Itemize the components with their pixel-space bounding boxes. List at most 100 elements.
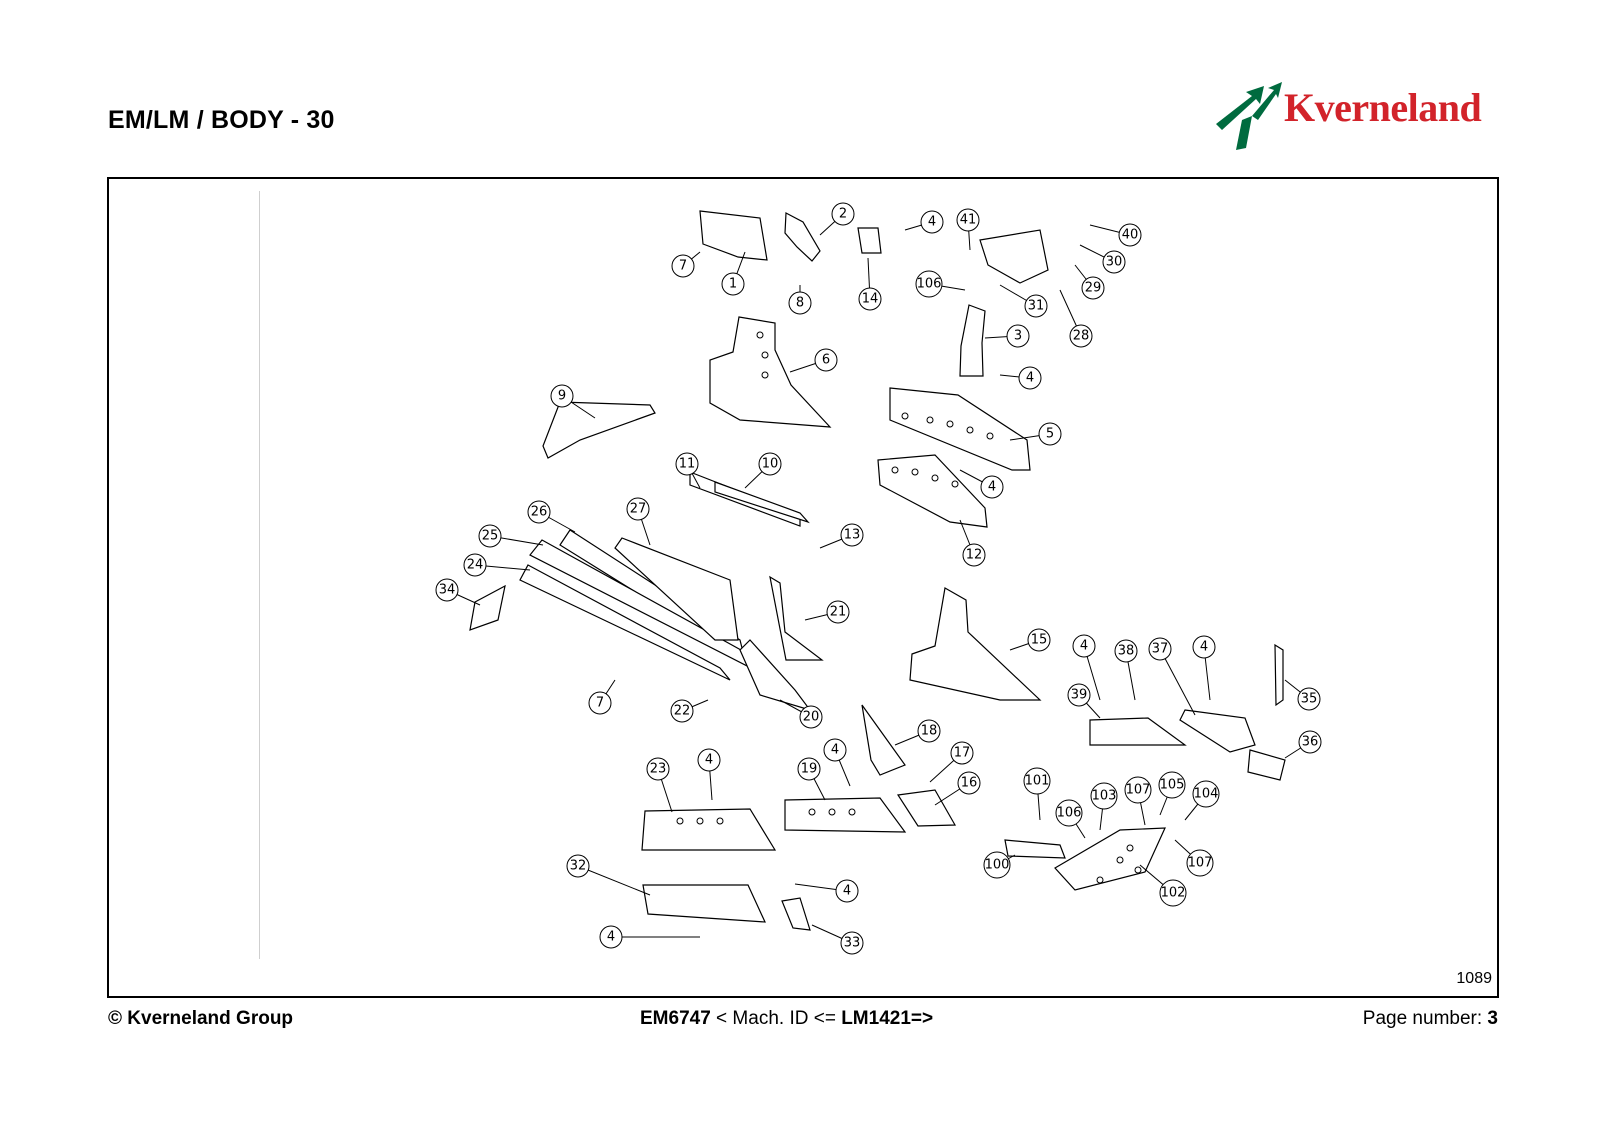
- bolt-hole: [808, 808, 816, 816]
- callout-circle: [814, 348, 838, 372]
- bolt-hole: [986, 432, 994, 440]
- callout-label: 33: [844, 936, 861, 951]
- callout-10: 10: [758, 452, 782, 476]
- bolt-hole: [1126, 844, 1134, 852]
- callout-label: 29: [1085, 281, 1102, 296]
- part-outline: [1089, 717, 1187, 746]
- callout-circle: [670, 699, 694, 723]
- callout-30: 30: [1102, 250, 1126, 274]
- part-outline: [861, 704, 906, 776]
- callout-circle: [797, 757, 821, 781]
- bolt-hole: [676, 817, 684, 825]
- callout-label: 11: [679, 457, 696, 472]
- callout-label: 23: [650, 762, 667, 777]
- callout-label: 37: [1152, 642, 1169, 657]
- callout-circle: [1067, 683, 1091, 707]
- part-outline: [1054, 827, 1166, 891]
- callout-label: 17: [954, 746, 971, 761]
- callout-label: 32: [570, 859, 587, 874]
- callout-102: 102: [1159, 879, 1187, 907]
- callout-label: 15: [1031, 633, 1048, 648]
- callout-label: 4: [988, 480, 996, 495]
- part-outline: [1004, 839, 1066, 859]
- part-outline: [519, 564, 731, 681]
- callout-31: 31: [1024, 294, 1048, 318]
- part-outline: [699, 210, 768, 261]
- callout-circle: [550, 384, 574, 408]
- part-outline: [709, 316, 832, 428]
- callout-8: 8: [788, 291, 812, 315]
- part-outline: [784, 797, 907, 833]
- callout-circle: [527, 500, 551, 524]
- callout-label: 26: [531, 505, 548, 520]
- callout-3: 3: [1006, 324, 1030, 348]
- logo-wordmark: Kverneland: [1284, 85, 1482, 130]
- bolt-hole: [951, 480, 959, 488]
- callout-circle: [957, 771, 981, 795]
- callout-23: 23: [646, 757, 670, 781]
- callout-22: 22: [670, 699, 694, 723]
- callout-circle: [1124, 776, 1152, 804]
- callout-circle: [721, 272, 745, 296]
- bolt-hole: [761, 371, 769, 379]
- callout-label: 7: [596, 696, 604, 711]
- footer-copyright: © Kverneland Group: [108, 1008, 294, 1029]
- drawing-number: 1089: [1456, 970, 1492, 987]
- callout-circle: [1069, 324, 1093, 348]
- callout-circle: [1018, 366, 1042, 390]
- callout-label: 1: [729, 277, 737, 292]
- callout-4: 4: [980, 475, 1004, 499]
- callout-29: 29: [1081, 276, 1105, 300]
- callout-label: 14: [862, 292, 879, 307]
- bolt-hole: [911, 468, 919, 476]
- callout-33: 33: [840, 931, 864, 955]
- callout-15: 15: [1027, 628, 1051, 652]
- callout-label: 25: [482, 529, 499, 544]
- callout-label: 24: [467, 558, 484, 573]
- callout-label: 13: [844, 528, 861, 543]
- callout-label: 103: [1092, 789, 1117, 804]
- callout-circle: [1038, 422, 1062, 446]
- callout-circle: [1148, 637, 1172, 661]
- callout-circle: [1081, 276, 1105, 300]
- bolt-hole: [756, 331, 764, 339]
- callout-label: 16: [961, 776, 978, 791]
- part-outline: [877, 454, 988, 528]
- callout-label: 5: [1046, 427, 1054, 442]
- callout-label: 39: [1071, 688, 1088, 703]
- bolt-hole: [946, 420, 954, 428]
- callout-label: 2: [839, 207, 847, 222]
- part-outline: [889, 387, 1031, 471]
- callout-circle: [962, 543, 986, 567]
- callout-label: 4: [843, 884, 851, 899]
- callout-12: 12: [962, 543, 986, 567]
- bolt-hole: [696, 817, 704, 825]
- bolt-hole: [891, 466, 899, 474]
- callout-4: 4: [1072, 634, 1096, 658]
- callout-41: 41: [956, 208, 980, 232]
- callout-label: 41: [960, 213, 977, 228]
- part-outline: [959, 304, 986, 377]
- callout-100: 100: [983, 851, 1011, 879]
- callout-circle: [1006, 324, 1030, 348]
- callout-4: 4: [835, 879, 859, 903]
- part-outline: [542, 401, 656, 459]
- callout-circle: [920, 210, 944, 234]
- callout-label: 4: [831, 743, 839, 758]
- part-outline: [469, 584, 506, 631]
- callout-circle: [1024, 294, 1048, 318]
- part-outline: [1247, 749, 1286, 781]
- callout-circle: [1114, 639, 1138, 663]
- callout-circle: [1159, 879, 1187, 907]
- callout-label: 4: [1200, 640, 1208, 655]
- callout-circle: [950, 741, 974, 765]
- callout-20: 20: [799, 705, 823, 729]
- callout-27: 27: [626, 497, 650, 521]
- callout-label: 100: [985, 858, 1010, 873]
- callout-label: 9: [558, 389, 566, 404]
- callout-circle: [478, 524, 502, 548]
- callout-label: 3: [1014, 329, 1022, 344]
- callout-36: 36: [1298, 730, 1322, 754]
- bolt-hole: [1116, 856, 1124, 864]
- callout-circle: [835, 879, 859, 903]
